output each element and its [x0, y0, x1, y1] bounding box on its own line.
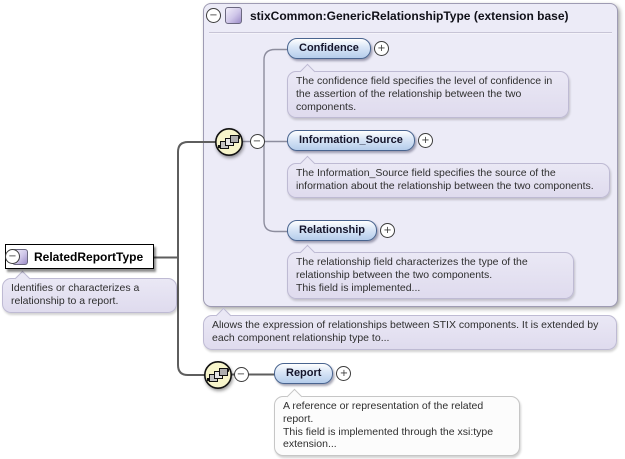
sequence-icon[interactable]	[214, 127, 244, 157]
expand-relationship-button[interactable]: +	[380, 223, 396, 238]
report-tooltip: A reference or representation of the rel…	[274, 396, 520, 457]
element-node-confidence: Confidence +	[287, 38, 389, 59]
extension-base-title: stixCommon:GenericRelationshipType (exte…	[250, 9, 569, 23]
relationship-element[interactable]: Relationship	[287, 220, 378, 241]
report-element[interactable]: Report	[274, 363, 334, 384]
information-source-element[interactable]: Information_Source	[287, 130, 415, 151]
extension-base-tooltip: Allows the expression of relationships b…	[203, 315, 617, 350]
root-element-node: RelatedReportType −	[5, 244, 155, 269]
collapse-report-sequence-button[interactable]: −	[233, 367, 249, 382]
information-source-tooltip: The Information_Source field specifies t…	[287, 163, 610, 198]
header-separator	[209, 32, 612, 34]
complex-type-icon	[225, 7, 242, 24]
element-node-report: Report +	[274, 363, 352, 384]
root-element-tooltip: Identifies or characterizes a relationsh…	[2, 278, 177, 313]
expand-report-button[interactable]: +	[336, 366, 352, 381]
root-element-label: RelatedReportType	[34, 249, 144, 264]
confidence-tooltip: The confidence field specifies the level…	[287, 71, 569, 119]
collapse-sequence-button[interactable]: −	[249, 134, 265, 149]
confidence-element[interactable]: Confidence	[287, 38, 371, 59]
expand-information-source-button[interactable]: +	[417, 133, 433, 148]
collapse-extension-button[interactable]: −	[206, 8, 221, 23]
expand-confidence-button[interactable]: +	[373, 41, 389, 56]
element-node-relationship: Relationship +	[287, 220, 396, 241]
relationship-tooltip: The relationship field characterizes the…	[287, 252, 574, 300]
sequence-icon[interactable]	[203, 360, 233, 390]
collapse-root-button[interactable]: −	[5, 249, 20, 264]
element-node-information-source: Information_Source +	[287, 130, 433, 151]
related-report-type-box[interactable]: RelatedReportType	[5, 244, 155, 269]
